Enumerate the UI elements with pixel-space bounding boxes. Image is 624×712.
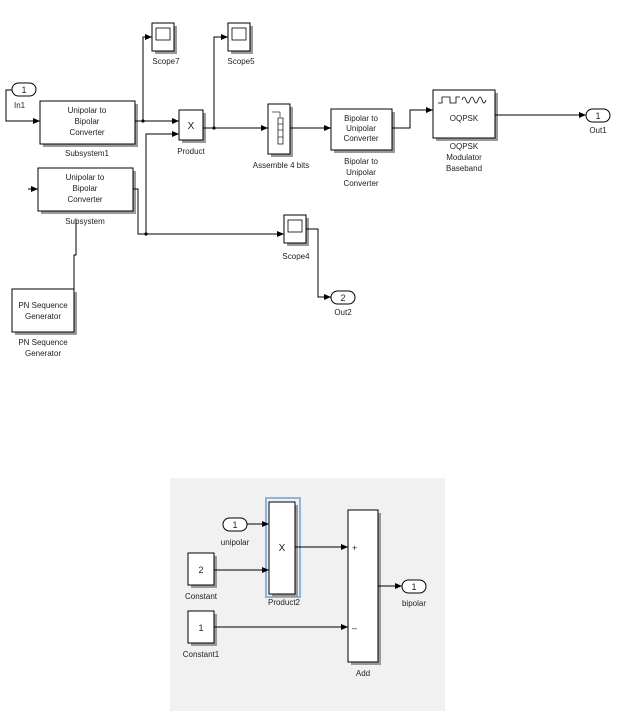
- out1-label: Out1: [589, 126, 607, 135]
- assemble-name: Assemble 4 bits: [253, 161, 309, 170]
- out2-label: Out2: [334, 308, 352, 317]
- product2-name: Product2: [268, 598, 301, 607]
- scope5-name: Scope5: [227, 57, 255, 66]
- oqpsk-label: OQPSK: [450, 114, 479, 123]
- add-block[interactable]: + – Add: [347, 509, 381, 678]
- subsystem1-name: Subsystem1: [65, 149, 110, 158]
- assemble-4-bits-block[interactable]: Assemble 4 bits: [253, 103, 309, 170]
- pn-sequence-generator-block[interactable]: PN Sequence Generator PN Sequence Genera…: [11, 288, 77, 358]
- subsystem-name: Subsystem: [65, 217, 105, 226]
- constant1-block[interactable]: 1 Constant1: [183, 610, 220, 659]
- scope5-block[interactable]: Scope5: [227, 22, 255, 66]
- constant1-name: Constant1: [183, 650, 220, 659]
- pn-line-1: PN Sequence: [18, 301, 68, 310]
- bip2uni-name-3: Converter: [343, 179, 378, 188]
- scope4-name: Scope4: [282, 252, 310, 261]
- sine-wave-icon: [461, 96, 487, 104]
- product2-symbol: X: [279, 543, 286, 554]
- product-symbol: X: [188, 121, 195, 132]
- oqpsk-name-2: Modulator: [446, 153, 482, 162]
- oqpsk-modulator-block[interactable]: OQPSK OQPSK Modulator Baseband: [432, 89, 498, 173]
- subsystem1-line-2: Bipolar: [75, 117, 100, 126]
- subsystem-panel: [170, 478, 445, 711]
- unipolar-inport[interactable]: 1 unipolar: [221, 517, 250, 547]
- pn-line-2: Generator: [25, 312, 61, 321]
- scope7-name: Scope7: [152, 57, 180, 66]
- out1-port[interactable]: 1 Out1: [585, 108, 611, 135]
- constant-name: Constant: [185, 592, 218, 601]
- scope4-block[interactable]: Scope4: [282, 214, 310, 261]
- subsystem-line-1: Unipolar to: [66, 173, 105, 182]
- product2-block[interactable]: X Product2: [265, 497, 301, 607]
- out2-port[interactable]: 2 Out2: [330, 290, 356, 317]
- constant-value: 2: [198, 565, 203, 575]
- pn-name-2: Generator: [25, 349, 61, 358]
- subsystem-line-2: Bipolar: [73, 184, 98, 193]
- bipolar-outport[interactable]: 1 bipolar: [401, 579, 427, 608]
- signal-wires-top: [5, 34, 586, 300]
- add-name: Add: [356, 669, 370, 678]
- scope7-block[interactable]: Scope7: [151, 22, 180, 66]
- in1-port[interactable]: 1 In1: [11, 82, 37, 110]
- bipolar-to-unipolar-block[interactable]: Bipolar to Unipolar Converter Bipolar to…: [330, 108, 395, 188]
- subsystem1-line-1: Unipolar to: [68, 106, 107, 115]
- oqpsk-name-1: OQPSK: [450, 142, 479, 151]
- product-name: Product: [177, 147, 205, 156]
- subsystem-line-3: Converter: [67, 195, 102, 204]
- add-minus-sign: –: [352, 623, 357, 633]
- out2-number: 2: [340, 293, 345, 303]
- subsystem1-line-3: Converter: [69, 128, 104, 137]
- product-block[interactable]: X Product: [177, 109, 206, 156]
- bip2uni-name-1: Bipolar to: [344, 157, 378, 166]
- constant1-value: 1: [198, 623, 203, 633]
- bipolar-label: bipolar: [402, 599, 426, 608]
- in1-label: In1: [14, 101, 26, 110]
- out1-number: 1: [595, 111, 600, 121]
- square-wave-icon: [438, 96, 460, 104]
- bip2uni-line-3: Converter: [343, 134, 378, 143]
- unipolar-number: 1: [232, 520, 237, 530]
- in1-number: 1: [21, 85, 26, 95]
- bipolar-number: 1: [411, 582, 416, 592]
- subsystem1-block[interactable]: Unipolar to Bipolar Converter Subsystem1: [39, 100, 138, 158]
- bip2uni-name-2: Unipolar: [346, 168, 376, 177]
- constant-block[interactable]: 2 Constant: [185, 552, 218, 601]
- signal-wires-bottom: [214, 521, 402, 630]
- oqpsk-name-3: Baseband: [446, 164, 482, 173]
- subsystem-block[interactable]: Unipolar to Bipolar Converter Subsystem: [37, 167, 136, 226]
- add-plus-sign: +: [352, 543, 357, 553]
- bip2uni-line-1: Bipolar to: [344, 114, 378, 123]
- unipolar-label: unipolar: [221, 538, 250, 547]
- bip2uni-line-2: Unipolar: [346, 124, 376, 133]
- pn-name-1: PN Sequence: [18, 338, 68, 347]
